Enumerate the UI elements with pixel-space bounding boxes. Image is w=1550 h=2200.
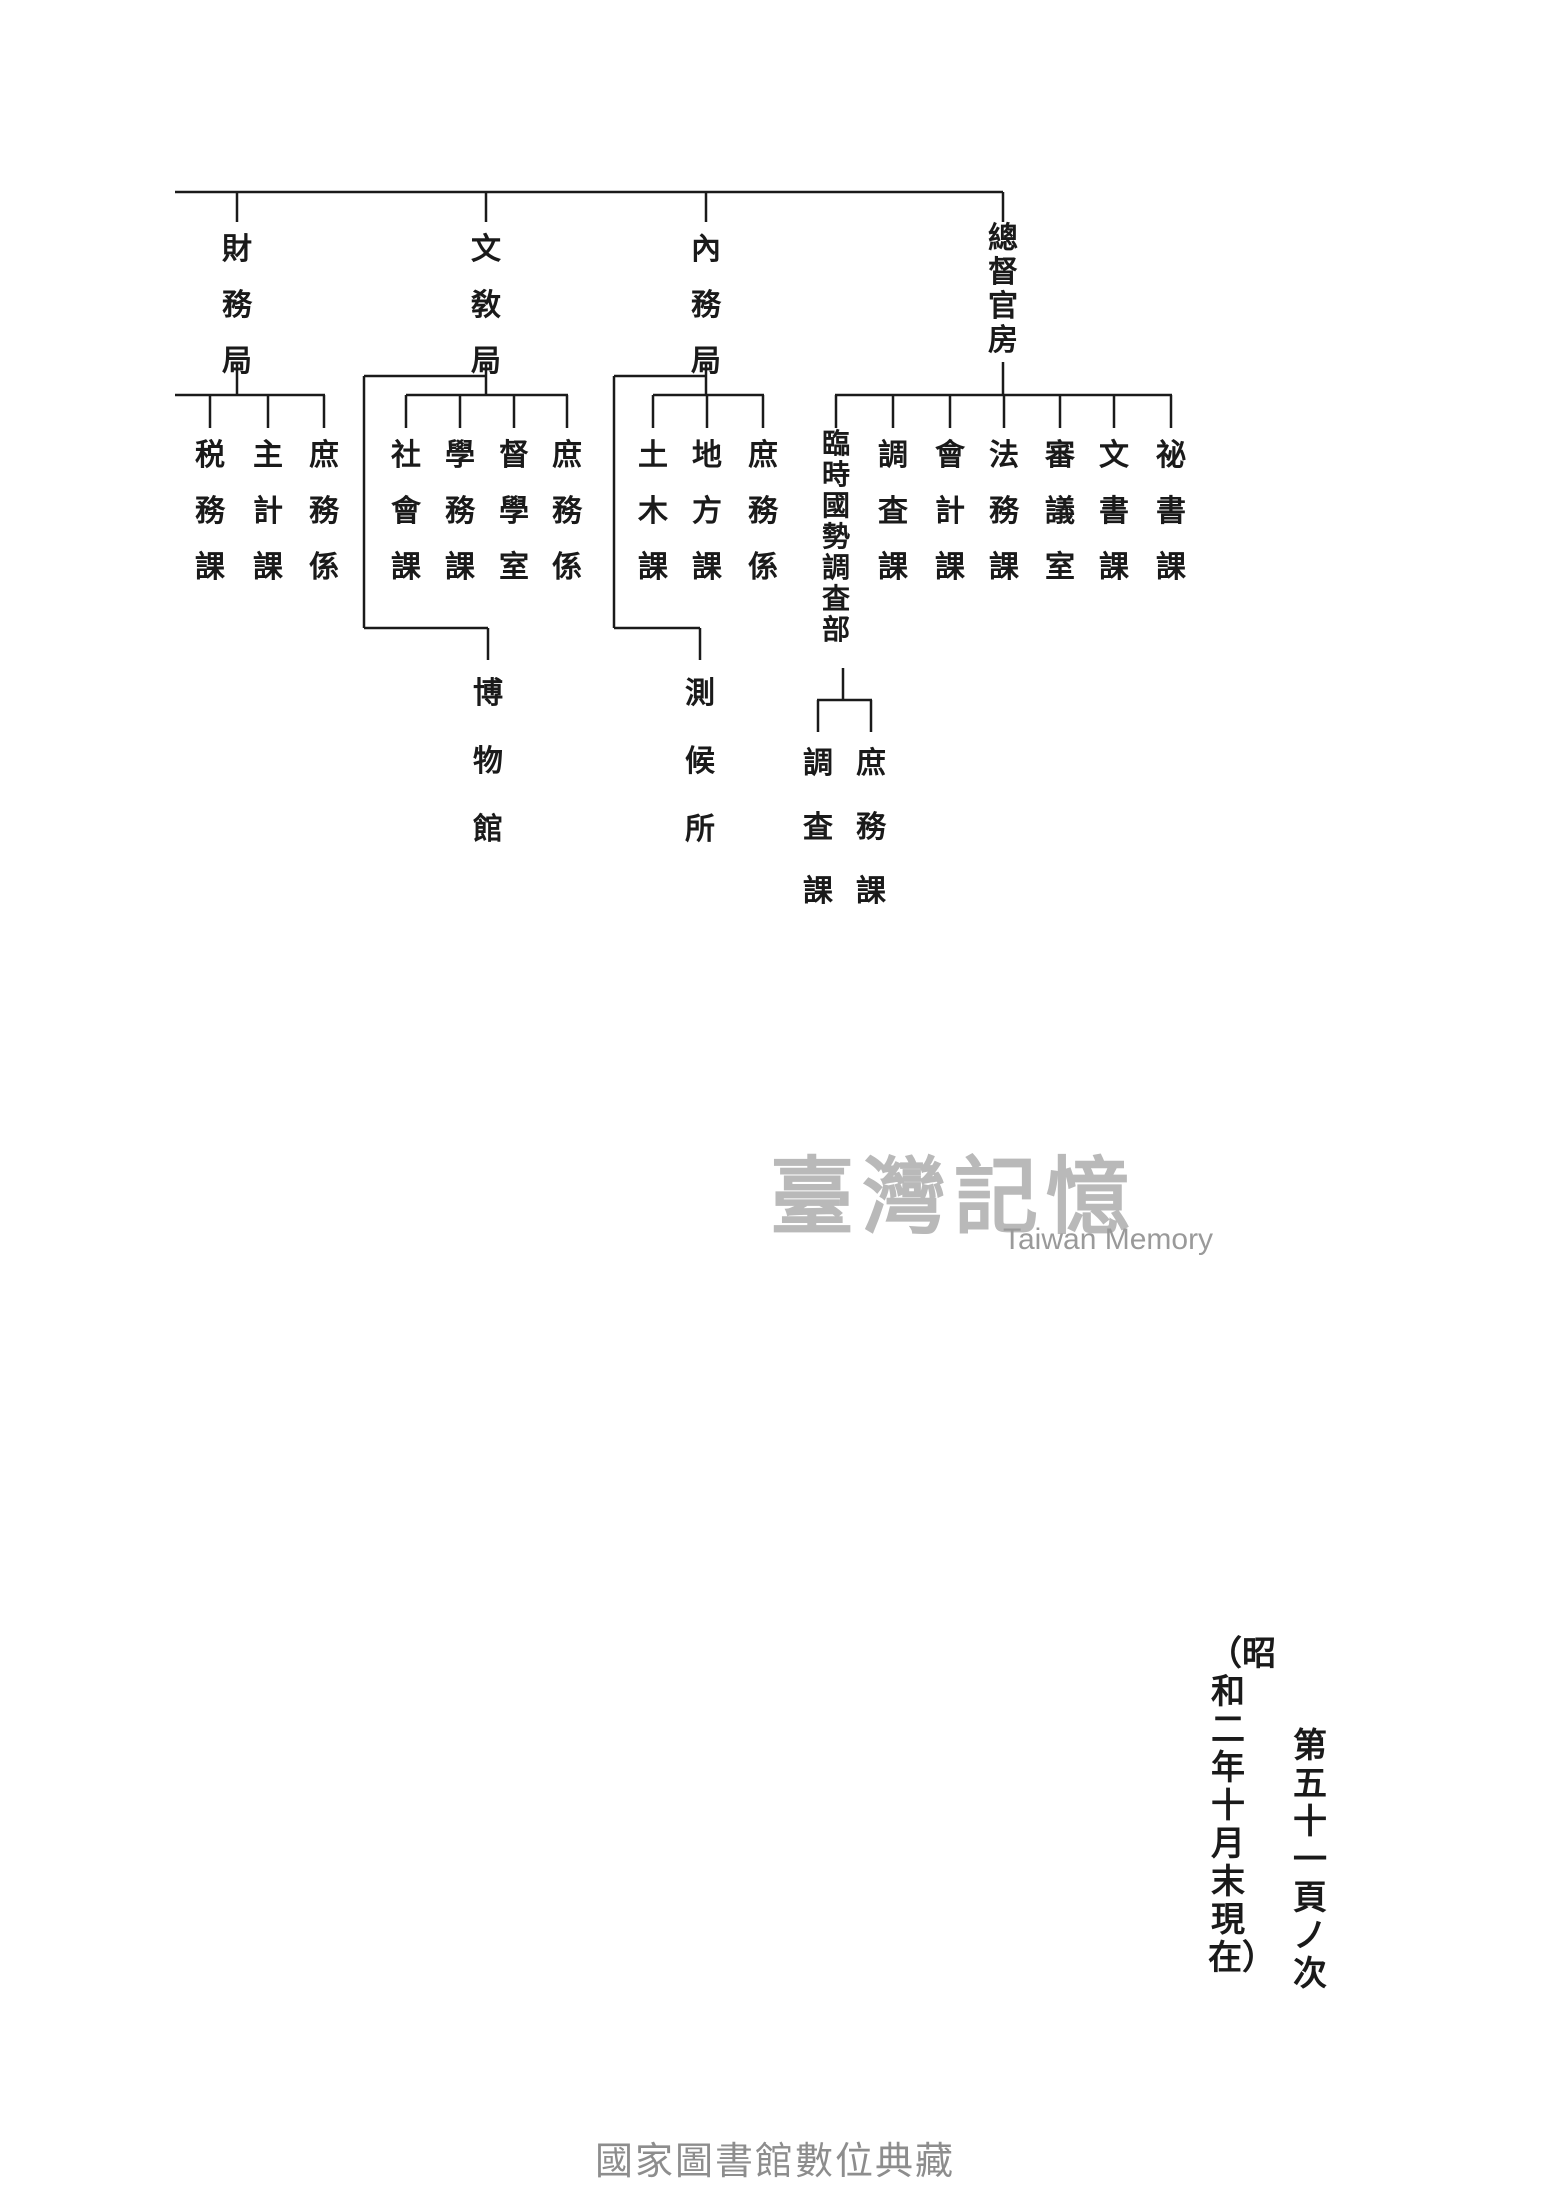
naimu-section-civil: 土木課 — [638, 438, 668, 585]
bunkyo-section-general: 庶務係 — [552, 438, 582, 585]
bureau-bunkyo: 文敎局 — [471, 232, 501, 379]
bureau-naimu: 內務局 — [691, 232, 721, 379]
page-reference: 第五十一頁ノ次 — [1293, 1726, 1327, 1994]
zaimu-section-tax: 税務課 — [195, 438, 225, 585]
watermark-logo-zh: 臺灣記憶 — [770, 1147, 1139, 1246]
date-note: （昭和二年十月末現在） — [1208, 1634, 1276, 1978]
bureau-sotoku: 總督官房 — [988, 221, 1018, 358]
sotoku-section-research: 調査課 — [878, 438, 908, 585]
bunkyo-section-social: 社會課 — [391, 438, 421, 585]
watermark-logo-en: Taiwan Memory — [1003, 1223, 1214, 1256]
naimu-section-general: 庶務係 — [748, 438, 778, 585]
zaimu-section-general: 庶務係 — [309, 438, 339, 585]
sotoku-section-documents: 文書課 — [1099, 438, 1129, 585]
sotoku-section-secretary: 祕書課 — [1156, 438, 1186, 585]
bunkyo-section-inspector: 督學室 — [499, 438, 529, 585]
rinji-section-research: 調査課 — [803, 746, 833, 909]
library-footer: 國家圖書館數位典藏 — [594, 2139, 955, 2183]
sotoku-section-census: 臨時國勢調査部 — [821, 427, 850, 646]
naimu-observatory: 測候所 — [685, 676, 715, 847]
naimu-section-local: 地方課 — [692, 438, 722, 585]
bunkyo-section-education: 學務課 — [445, 438, 475, 585]
sotoku-section-legal: 法務課 — [989, 438, 1019, 585]
sotoku-section-accounting: 會計課 — [935, 438, 965, 585]
zaimu-section-accounting: 主計課 — [253, 438, 283, 585]
rinji-section-general: 庶務課 — [856, 746, 886, 909]
sotoku-section-deliberation: 審議室 — [1045, 438, 1075, 585]
bureau-zaimu: 財務局 — [222, 232, 252, 379]
bunkyo-museum: 博物館 — [473, 676, 503, 847]
